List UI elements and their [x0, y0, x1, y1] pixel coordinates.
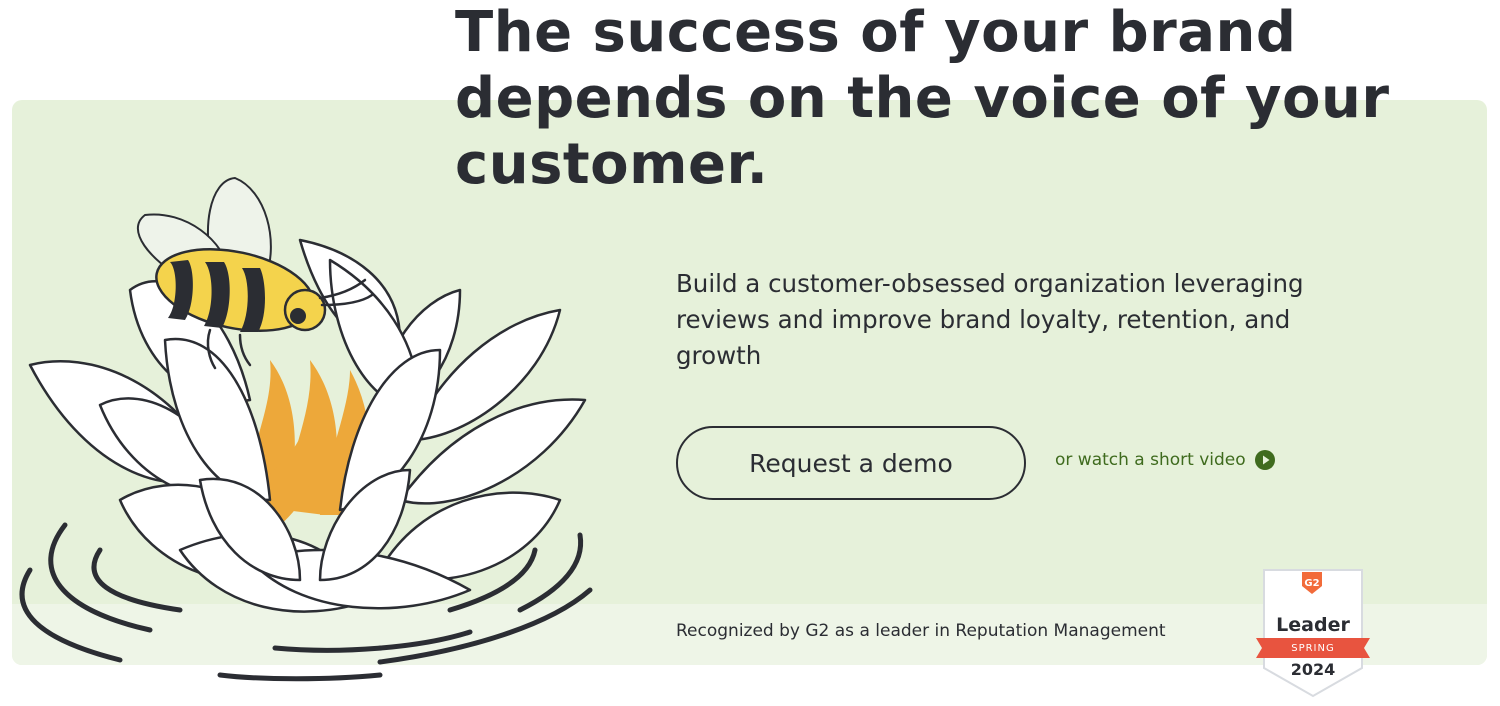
badge-season: SPRING [1291, 643, 1335, 654]
badge-year: 2024 [1290, 660, 1336, 679]
g2-logo-icon: G2 [1302, 572, 1322, 594]
svg-text:G2: G2 [1304, 578, 1319, 589]
play-circle-icon [1254, 450, 1275, 470]
video-link-label: or watch a short video [1055, 450, 1246, 470]
recognition-text: Recognized by G2 as a leader in Reputati… [676, 621, 1166, 641]
badge-shield-icon [1256, 569, 1370, 698]
hero-subtitle: Build a customer-obsessed organization l… [676, 269, 1304, 370]
request-demo-button[interactable]: Request a demo [676, 426, 1026, 500]
watch-video-link[interactable]: or watch a short video [1055, 447, 1275, 473]
bee-on-water-lily-icon [19, 176, 593, 682]
hero-headline: The success of your brand depends on the… [455, 0, 1390, 197]
g2-leader-badge: G2 Leader SPRING 2024 [1254, 568, 1372, 700]
badge-title: Leader [1276, 614, 1350, 636]
recognition-band [12, 604, 1487, 665]
